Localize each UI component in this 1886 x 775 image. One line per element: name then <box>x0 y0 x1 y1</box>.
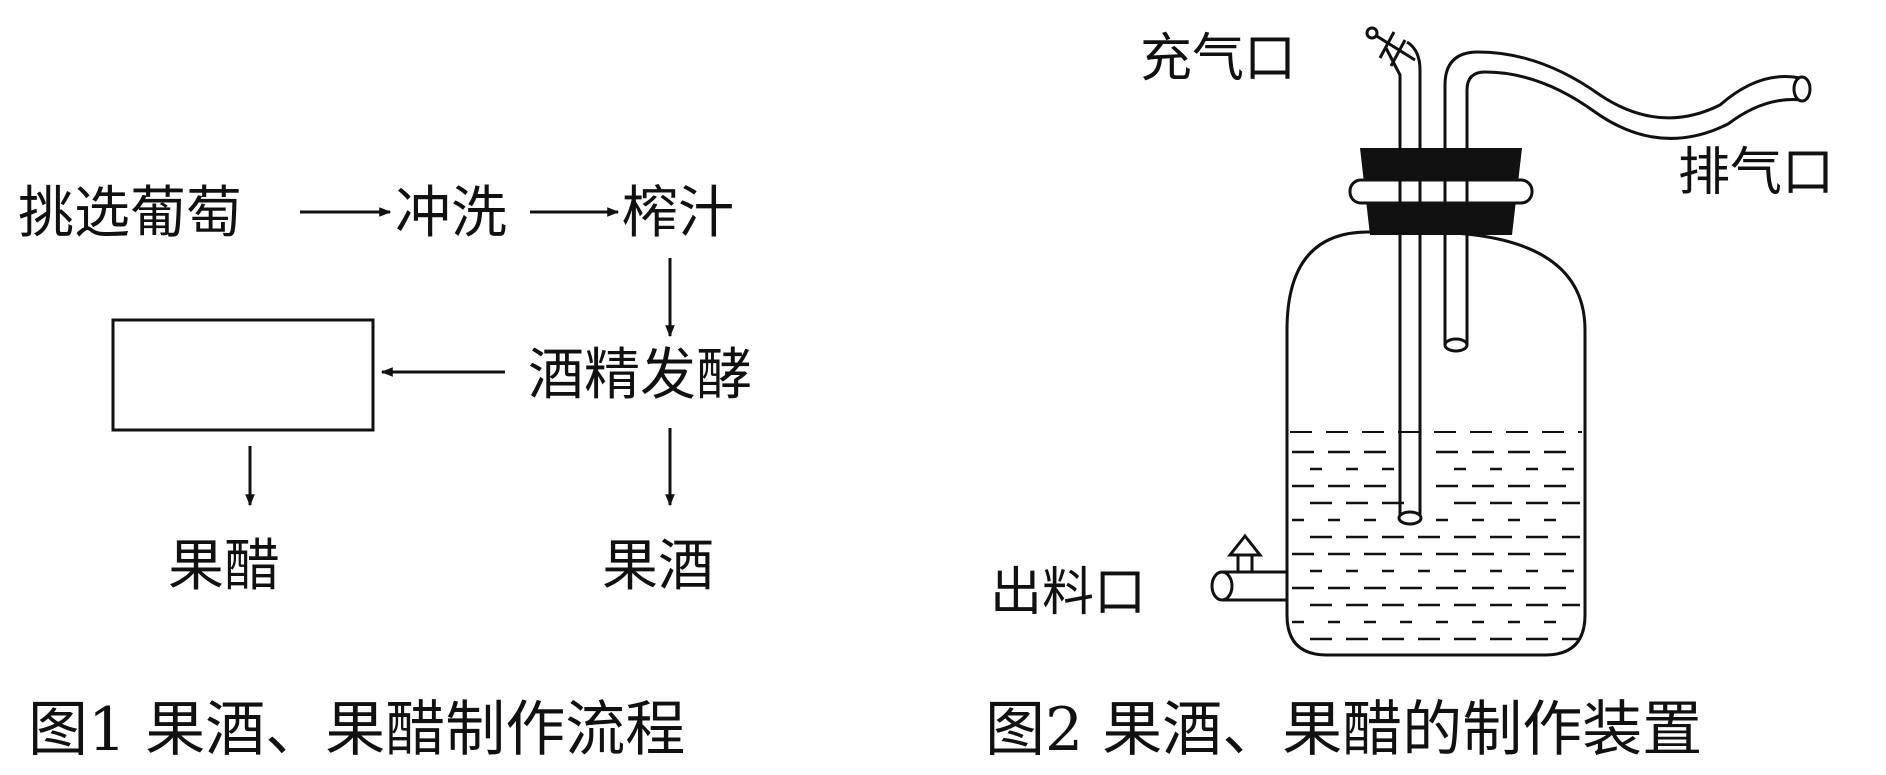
label-inlet-port: 充气口 <box>1140 29 1296 89</box>
figure2-caption: 图2 果酒、果醋的制作装置 <box>985 695 1702 765</box>
exhaust-tube-end <box>1792 75 1812 103</box>
step-fruit-vinegar: 果醋 <box>168 534 280 599</box>
inlet-valve-icon <box>1365 26 1416 67</box>
bottle-body <box>1285 230 1587 657</box>
figure1-caption: 图1 果酒、果醋制作流程 <box>28 695 685 765</box>
outlet-tap-icon <box>1210 533 1287 602</box>
exhaust-tube-opening <box>1443 337 1469 353</box>
stopper-ring <box>1348 178 1534 205</box>
exhaust-tube-inner <box>1465 70 1803 345</box>
flowchart: 挑选葡萄 冲洗 榨汁 酒精发酵 果醋 果酒 图1 果酒、果醋制作流程 <box>18 181 752 765</box>
label-exhaust-port: 排气口 <box>1678 143 1834 203</box>
label-outlet-port: 出料口 <box>990 563 1146 623</box>
step-fruit-wine: 果酒 <box>602 534 714 599</box>
step-select-grapes: 挑选葡萄 <box>18 181 242 246</box>
inlet-tube <box>1384 40 1422 518</box>
step-juice: 榨汁 <box>622 181 734 246</box>
step-alcohol-fermentation: 酒精发酵 <box>528 343 752 408</box>
inlet-tube-opening <box>1397 510 1423 526</box>
exhaust-tube <box>1443 50 1801 345</box>
fermentation-apparatus: 充气口 排气口 出料口 图2 果酒、果醋的制作装置 <box>985 26 1834 765</box>
step-rinse: 冲洗 <box>395 181 507 246</box>
blank-process-box <box>111 318 375 432</box>
